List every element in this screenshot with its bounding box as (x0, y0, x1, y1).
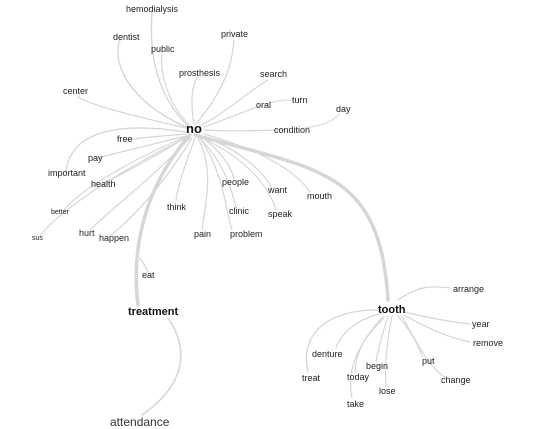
word-condition: condition (274, 125, 310, 135)
word-health: health (91, 179, 116, 189)
word-public: public (151, 44, 175, 54)
word-think: think (167, 202, 187, 212)
hub-no: no (186, 121, 202, 136)
word-free: free (117, 134, 133, 144)
word-begin: begin (366, 361, 388, 371)
word-change: change (441, 375, 471, 385)
edge-treatment-attendance (141, 317, 182, 416)
word-problem: problem (230, 229, 263, 239)
edge-tooth-put (397, 315, 423, 357)
word-pain: pain (194, 229, 211, 239)
edge-tooth-denture (335, 313, 381, 349)
word-today: today (347, 372, 370, 382)
edge-no-better (63, 135, 189, 211)
word-center: center (63, 86, 88, 96)
edge-no-speak (201, 137, 277, 211)
word-eat: eat (142, 270, 155, 280)
edge-tooth-take (349, 317, 385, 399)
edge-tooth-year (403, 311, 471, 325)
word-better: better (51, 209, 70, 216)
word-oral: oral (256, 100, 271, 110)
edge-no-problem (199, 137, 233, 231)
edge-tooth-begin (375, 315, 389, 363)
word-lose: lose (379, 386, 396, 396)
edge-no-center (77, 96, 187, 129)
word-want: want (267, 185, 288, 195)
edge-no-tooth (193, 133, 390, 302)
edge-no-important (65, 127, 187, 173)
edge-no-pain (197, 137, 209, 231)
edge-tooth-lose (384, 315, 393, 387)
word-people: people (222, 177, 249, 187)
edge-no-turn (261, 99, 295, 107)
edge-no-oral (203, 105, 261, 128)
word-year: year (472, 319, 490, 329)
word-hurt: hurt (79, 228, 95, 238)
edge-tooth-change (401, 315, 447, 379)
edge-no-condition (203, 129, 286, 132)
hub-tooth: tooth (378, 304, 406, 316)
word-dentist: dentist (113, 32, 140, 42)
word-treat: treat (302, 373, 321, 383)
edge-tooth-today (354, 315, 385, 374)
edge-no-clinic (199, 137, 237, 209)
word-turn: turn (292, 95, 308, 105)
word-pay: pay (88, 153, 103, 163)
word-speak: speak (268, 209, 293, 219)
edge-no-happen (109, 137, 193, 237)
hub-treatment: treatment (128, 306, 178, 318)
word-put: put (422, 356, 435, 366)
edge-no-private (195, 39, 235, 125)
word-mouth: mouth (307, 191, 332, 201)
word-search: search (260, 69, 287, 79)
edge-no-think (175, 137, 196, 201)
word-denture: denture (312, 349, 343, 359)
edge-no-prosthesis (191, 75, 199, 125)
edge-no-search (199, 79, 269, 127)
edge-no-free (125, 133, 187, 141)
word-arrange: arrange (453, 284, 484, 294)
word-day: day (336, 104, 351, 114)
edge-tooth-remove (403, 314, 471, 343)
edge-no-hurt (89, 137, 191, 231)
edge-no-pay (97, 135, 187, 159)
edge-tooth-arrange (397, 286, 451, 301)
edge-no-want (201, 135, 273, 189)
edge-no-sus (39, 136, 189, 237)
word-prosthesis: prosthesis (179, 68, 221, 78)
hub-attendance: attendance (110, 415, 170, 429)
edge-no-hemodialysis (150, 11, 191, 129)
word-sus: sus (32, 235, 43, 242)
word-take: take (347, 399, 364, 409)
edge-no-public (161, 51, 191, 127)
edge-treatment-eat (139, 257, 149, 273)
edge-no-dentist (117, 39, 189, 129)
word-private: private (221, 29, 248, 39)
edge-condition-day (304, 112, 341, 129)
edge-no-mouth (203, 133, 311, 193)
word-happen: happen (99, 233, 129, 243)
word-clinic: clinic (229, 206, 250, 216)
word-remove: remove (473, 338, 503, 348)
edge-tooth-treat (305, 309, 379, 373)
word-hemodialysis: hemodialysis (126, 4, 179, 14)
word-important: important (48, 168, 86, 178)
